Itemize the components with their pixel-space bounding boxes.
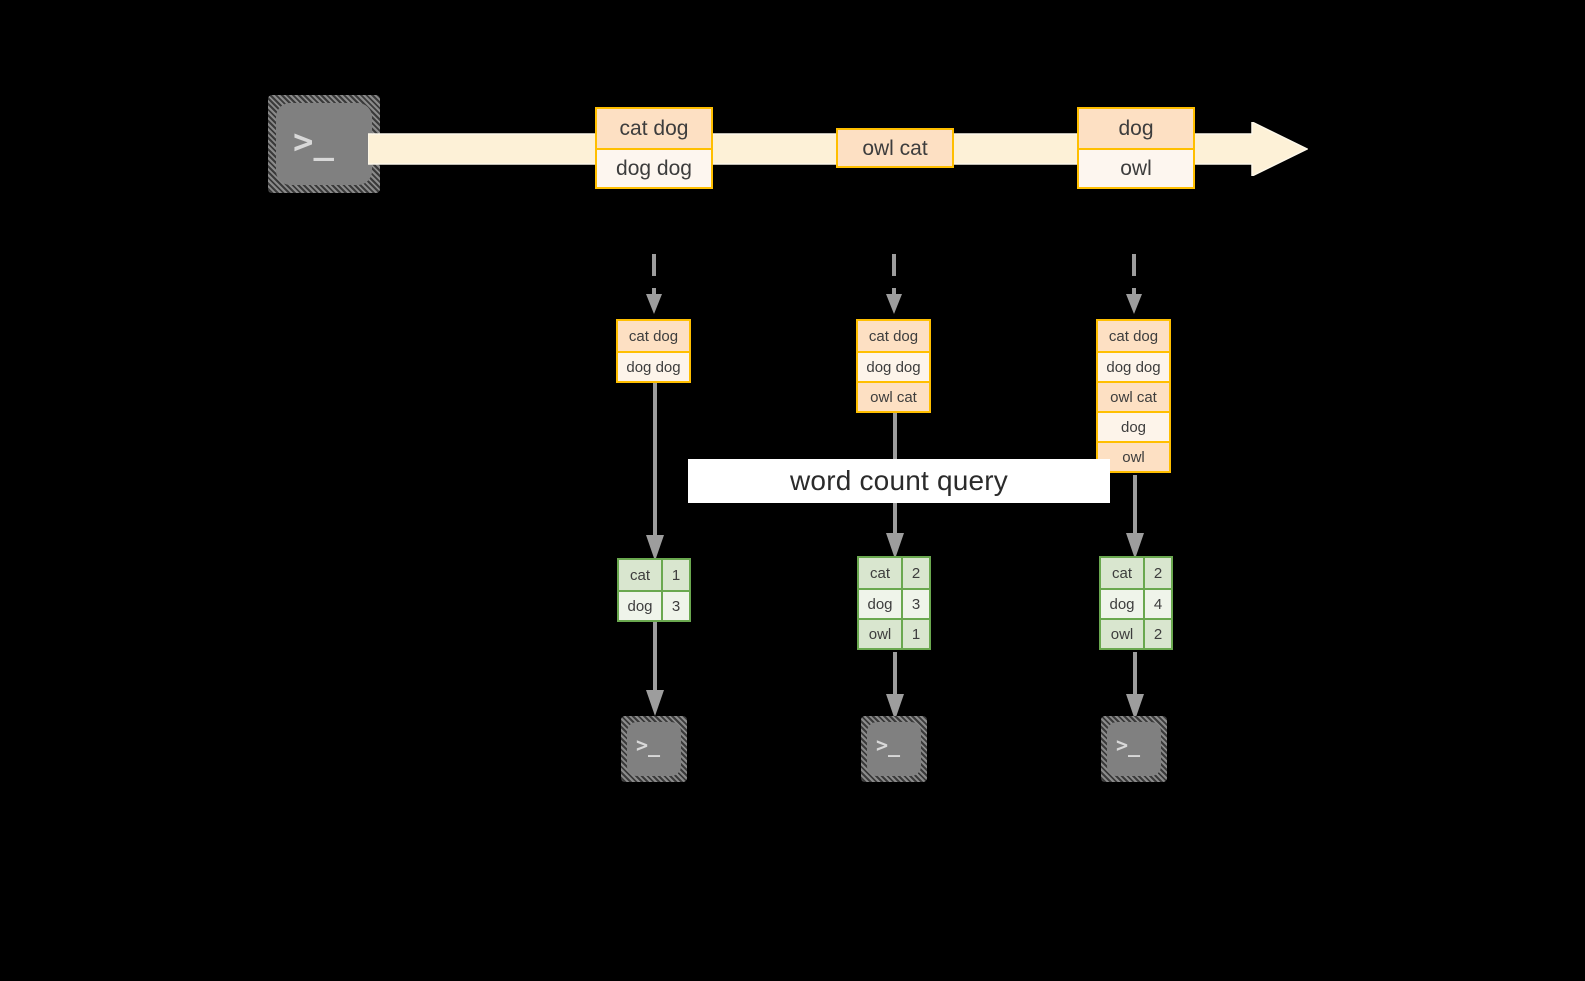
result-row: dog 4 — [1101, 588, 1171, 618]
terminal-prompt-glyph: >_ — [876, 733, 901, 757]
result-row: cat 1 — [619, 560, 689, 590]
result-word: cat — [859, 558, 903, 588]
result-row: dog 3 — [859, 588, 929, 618]
terminal-screen: >_ — [627, 722, 681, 776]
sink-connector-1 — [646, 622, 664, 718]
result-word: dog — [859, 590, 903, 618]
input-row: owl cat — [1098, 381, 1169, 411]
dashed-connector-3 — [1126, 254, 1142, 320]
result-count: 2 — [1145, 620, 1171, 648]
query-connector-3 — [1126, 475, 1144, 561]
result-count: 4 — [1145, 590, 1171, 618]
terminal-screen: >_ — [867, 722, 921, 776]
stream-batch-3: dog owl — [1077, 107, 1195, 189]
snapshot-1-sink-terminal-icon: >_ — [621, 716, 687, 782]
stream-line: owl cat — [838, 130, 952, 166]
dashed-connector-1 — [646, 254, 662, 320]
snapshot-2-result-table: cat 2 dog 3 owl 1 — [857, 556, 931, 650]
dashed-connector-2 — [886, 254, 902, 320]
source-terminal-icon: >_ — [268, 95, 380, 193]
stream-batch-2: owl cat — [836, 128, 954, 168]
result-count: 3 — [903, 590, 929, 618]
stream-line: owl — [1079, 148, 1193, 187]
terminal-screen: >_ — [1107, 722, 1161, 776]
terminal-prompt-glyph: >_ — [636, 733, 661, 757]
word-count-query-label: word count query — [790, 465, 1008, 496]
result-count: 1 — [663, 560, 689, 590]
input-row: dog dog — [618, 351, 689, 381]
result-word: owl — [1101, 620, 1145, 648]
snapshot-1-result-table: cat 1 dog 3 — [617, 558, 691, 622]
result-word: owl — [859, 620, 903, 648]
result-word: dog — [1101, 590, 1145, 618]
sink-connector-3 — [1126, 652, 1144, 722]
input-row: cat dog — [858, 321, 929, 351]
result-row: cat 2 — [859, 558, 929, 588]
result-row: owl 2 — [1101, 618, 1171, 648]
snapshot-1-input-table: cat dog dog dog — [616, 319, 691, 383]
result-count: 3 — [663, 592, 689, 620]
query-connector-1 — [646, 383, 664, 563]
result-count: 2 — [1145, 558, 1171, 588]
terminal-prompt-glyph: >_ — [293, 122, 334, 162]
result-row: owl 1 — [859, 618, 929, 648]
stream-batch-1: cat dog dog dog — [595, 107, 713, 189]
word-count-query-banner: word count query — [688, 459, 1110, 503]
result-word: cat — [1101, 558, 1145, 588]
terminal-screen: >_ — [276, 103, 372, 185]
result-word: dog — [619, 592, 663, 620]
snapshot-2-sink-terminal-icon: >_ — [861, 716, 927, 782]
snapshot-3-input-table: cat dog dog dog owl cat dog owl — [1096, 319, 1171, 473]
snapshot-2-input-table: cat dog dog dog owl cat — [856, 319, 931, 413]
sink-connector-2 — [886, 652, 904, 722]
result-word: cat — [619, 560, 663, 590]
input-row: dog — [1098, 411, 1169, 441]
stream-line: dog dog — [597, 148, 711, 187]
input-row: cat dog — [1098, 321, 1169, 351]
result-row: dog 3 — [619, 590, 689, 620]
terminal-prompt-glyph: >_ — [1116, 733, 1141, 757]
stream-line: dog — [1079, 109, 1193, 148]
input-row: owl cat — [858, 381, 929, 411]
result-row: cat 2 — [1101, 558, 1171, 588]
input-row: dog dog — [858, 351, 929, 381]
result-count: 2 — [903, 558, 929, 588]
input-row: dog dog — [1098, 351, 1169, 381]
stream-line: cat dog — [597, 109, 711, 148]
input-row: cat dog — [618, 321, 689, 351]
snapshot-3-sink-terminal-icon: >_ — [1101, 716, 1167, 782]
snapshot-3-result-table: cat 2 dog 4 owl 2 — [1099, 556, 1173, 650]
result-count: 1 — [903, 620, 929, 648]
